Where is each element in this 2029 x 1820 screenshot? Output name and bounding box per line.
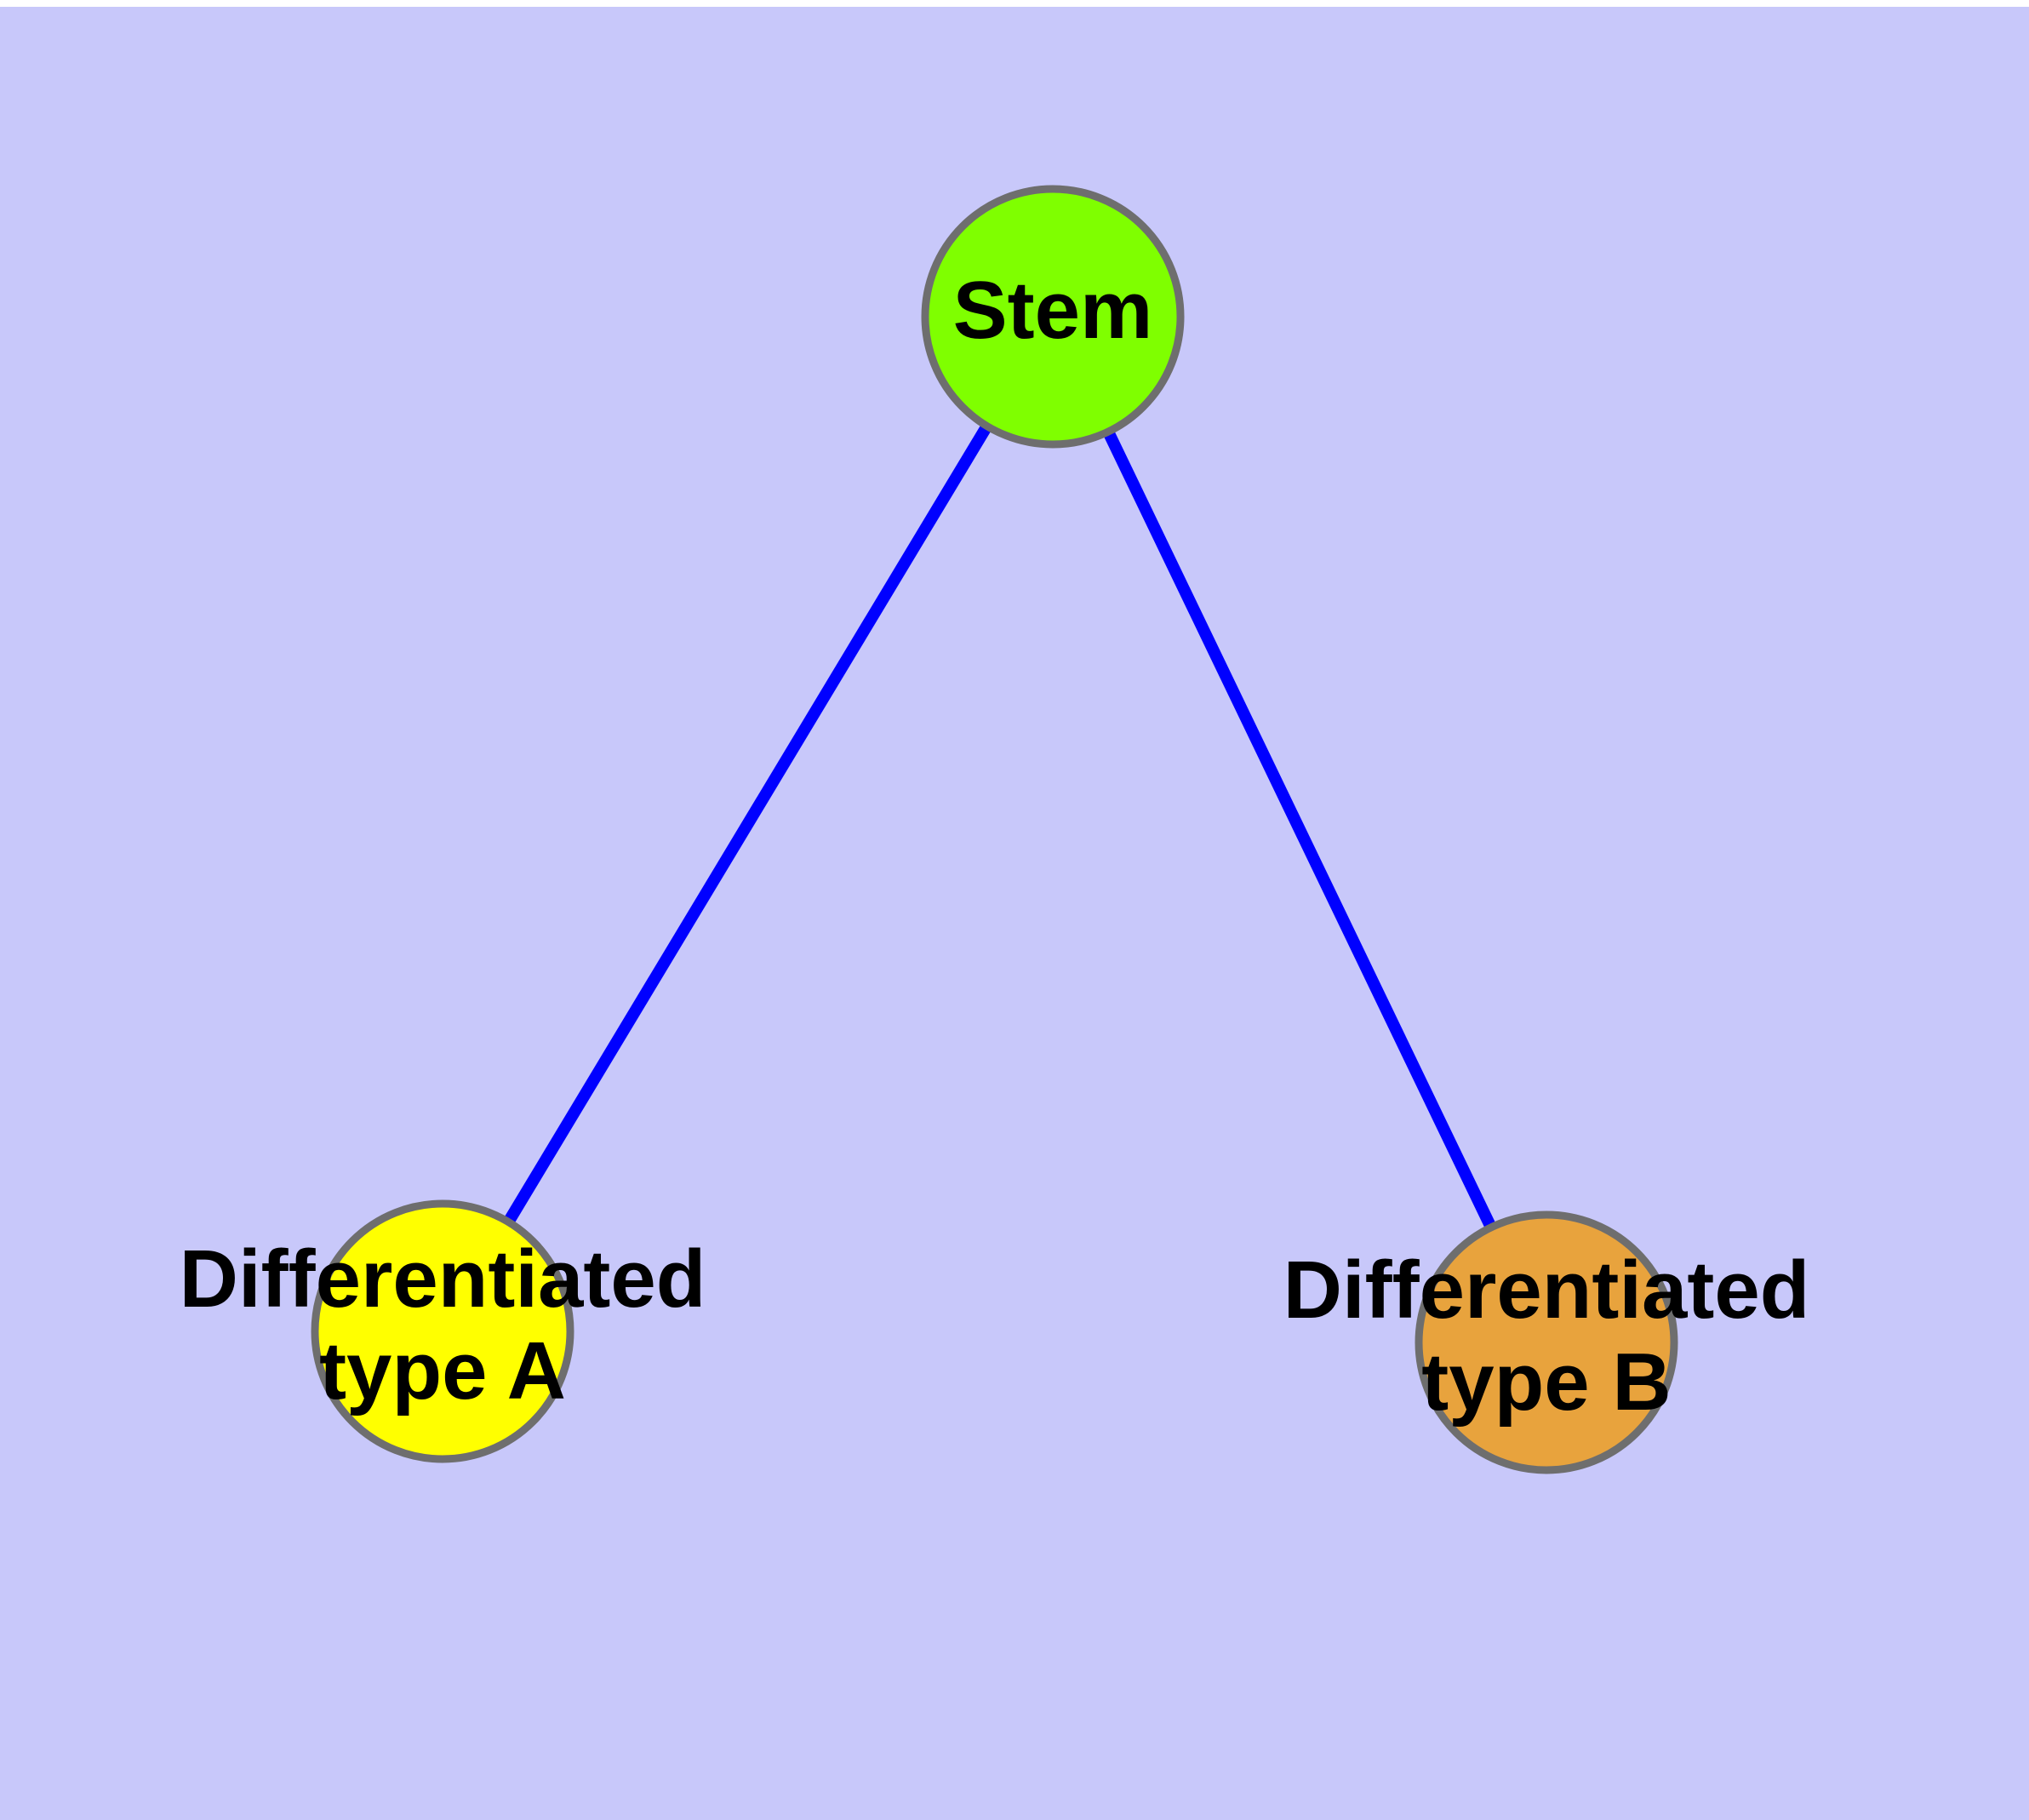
node-label-line: type A — [319, 1325, 566, 1417]
graph-node-stem[interactable]: Stem — [921, 185, 1185, 449]
node-label-line: Differentiated — [180, 1234, 706, 1325]
graph-edge[interactable] — [501, 420, 994, 1228]
node-label-stem: Stem — [953, 265, 1153, 356]
node-label-line: Stem — [953, 265, 1153, 356]
node-label-line: Differentiated — [1283, 1245, 1810, 1336]
graph-edge[interactable] — [1101, 426, 1498, 1233]
node-circle-stem[interactable] — [921, 185, 1185, 449]
node-circle-diff_a[interactable] — [311, 1199, 574, 1463]
edges-layer — [501, 420, 1498, 1233]
top-white-strip — [0, 0, 2029, 7]
node-label-line: type B — [1421, 1336, 1671, 1428]
node-circle-diff_b[interactable] — [1415, 1210, 1678, 1474]
